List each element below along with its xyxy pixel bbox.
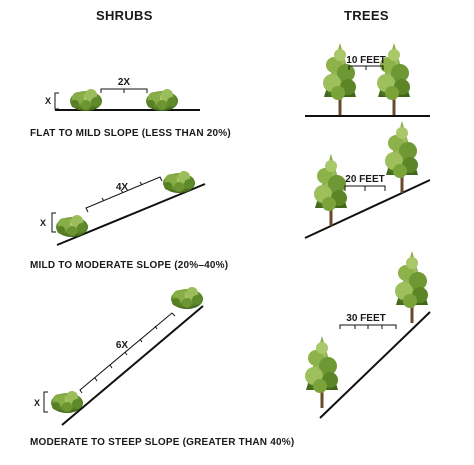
tree — [314, 154, 347, 226]
height-bracket — [54, 92, 59, 110]
spacing-label-trees-flat: 10 FEET — [346, 55, 385, 66]
spacing-label-shrubs-mild: 4X — [116, 182, 129, 193]
height-marker-label: X — [34, 398, 40, 408]
shrub — [56, 215, 88, 237]
ground-line-trees-steep — [319, 311, 431, 419]
spacing-bracket-shrubs-steep — [79, 312, 176, 394]
spacing-label-trees-mild: 20 FEET — [345, 174, 384, 185]
trees-heading: TREES — [344, 8, 389, 23]
spacing-label-trees-steep: 30 FEET — [346, 313, 385, 324]
spacing-bracket-trees-steep — [339, 324, 397, 329]
tree — [377, 43, 410, 115]
shrub — [70, 89, 102, 111]
shrub — [171, 287, 203, 309]
spacing-bracket-trees-mild — [344, 185, 386, 191]
ground-line-trees-mild — [304, 179, 431, 239]
tree — [395, 251, 428, 323]
spacing-label-shrubs-flat: 2X — [118, 77, 131, 88]
caption-mild-slope: MILD TO MODERATE SLOPE (20%–40%) — [30, 260, 229, 271]
height-marker-label: X — [45, 96, 51, 106]
spacing-bracket-trees-flat — [348, 65, 384, 70]
spacing-bracket-shrubs-flat — [100, 88, 148, 93]
tree — [323, 43, 356, 115]
caption-steep-slope: MODERATE TO STEEP SLOPE (GREATER THAN 40… — [30, 437, 295, 448]
height-marker-label: X — [40, 218, 46, 228]
spacing-bracket-shrubs-mild — [85, 176, 163, 213]
ground-line-shrubs-steep — [61, 305, 204, 426]
caption-flat-slope: FLAT TO MILD SLOPE (LESS THAN 20%) — [30, 128, 231, 139]
shrubs-heading: SHRUBS — [96, 8, 153, 23]
height-bracket — [43, 391, 48, 413]
shrub — [146, 89, 178, 111]
tree — [305, 336, 338, 408]
tree — [385, 121, 418, 193]
spacing-label-shrubs-steep: 6X — [116, 340, 129, 351]
height-bracket — [51, 212, 56, 233]
shrub — [163, 171, 195, 193]
shrub — [51, 391, 83, 413]
